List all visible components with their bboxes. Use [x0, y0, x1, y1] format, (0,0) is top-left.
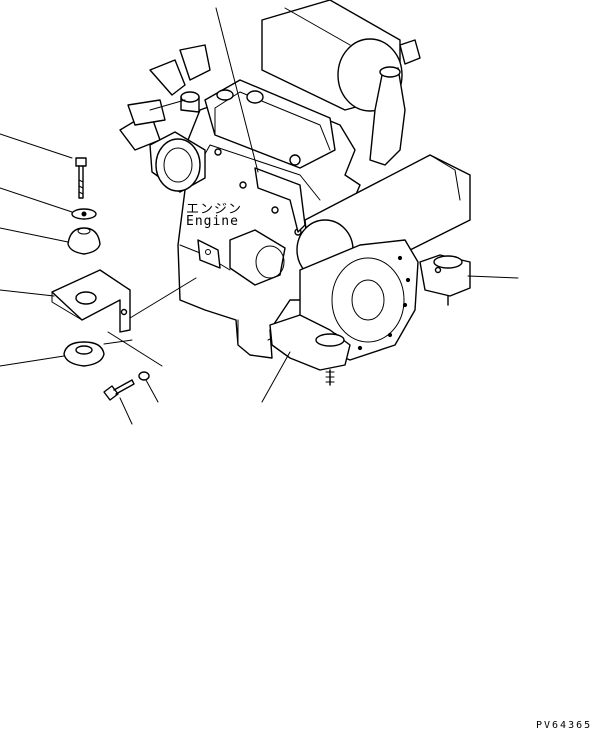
drawing-code: PV64365 — [536, 720, 593, 731]
tail-pipe — [399, 39, 421, 65]
intake-bracket — [254, 167, 306, 233]
rubber-cushion-top — [67, 227, 101, 255]
engine-assembly — [119, 0, 471, 361]
mount-bracket — [51, 269, 131, 333]
mount-bolt-long — [75, 157, 87, 199]
cooling-fan — [119, 44, 211, 151]
engine-label-english: Engine — [186, 214, 239, 229]
engine-label-japanese: エンジン — [186, 202, 243, 217]
rear-mount-lower — [269, 314, 351, 386]
starter-motor — [229, 229, 286, 286]
mount-bolt-short — [103, 379, 135, 401]
rear-mount-right — [419, 254, 471, 306]
leader-lines — [0, 7, 519, 425]
alternator — [149, 131, 206, 193]
rubber-cushion-bottom — [63, 341, 105, 367]
washer-bottom — [138, 371, 150, 381]
